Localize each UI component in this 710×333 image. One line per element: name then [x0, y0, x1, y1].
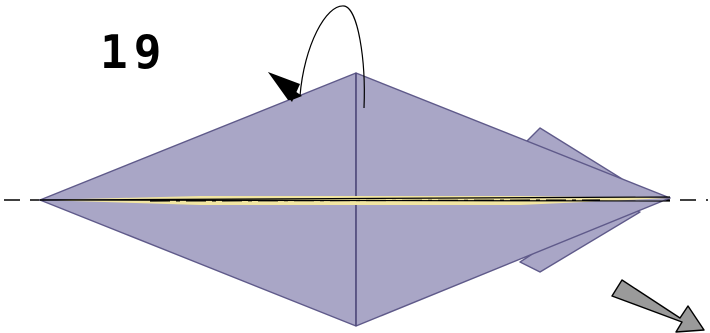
diagonal-gray-arrow-icon	[611, 279, 705, 333]
slit-dash-line	[149, 199, 601, 202]
fold-arrowhead	[268, 72, 300, 102]
diamond-upper-right	[355, 72, 671, 201]
step-number: 19	[100, 25, 167, 79]
slit-edge-top	[39, 196, 671, 201]
slit-edge-bottom	[39, 199, 671, 202]
diamond-upper-left	[39, 72, 357, 201]
curved-fold-arrow-path	[299, 5, 365, 109]
diamond-lower-right	[355, 197, 671, 327]
diamond-lower-left	[39, 199, 357, 327]
